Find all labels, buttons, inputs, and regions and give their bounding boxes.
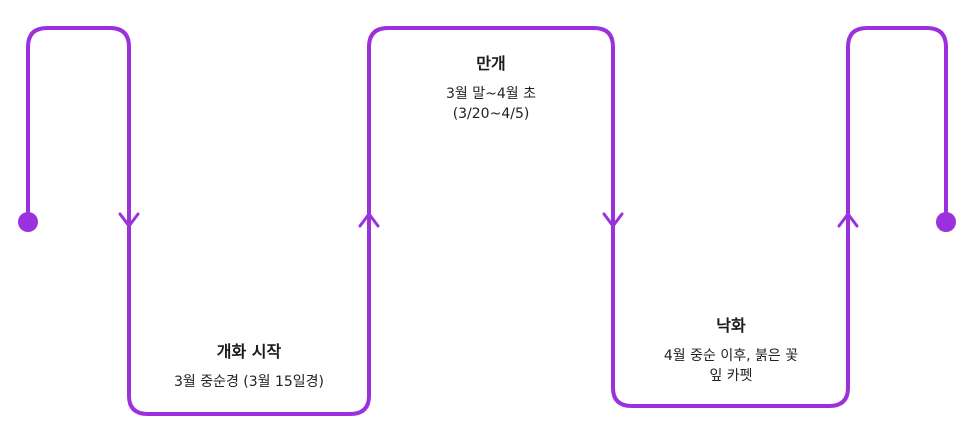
stage-description: (3/20~4/5) <box>452 106 530 122</box>
arrow-up-icon <box>358 212 380 228</box>
stage-title: 만개 <box>476 54 506 73</box>
stage-description: 4월 중순 이후, 붉은 꽃 <box>663 348 799 364</box>
arrow-up-icon <box>837 212 859 228</box>
stage-petal-fall: 낙화 4월 중순 이후, 붉은 꽃 잎 카펫 <box>616 312 846 386</box>
timeline-wave-path <box>26 26 948 416</box>
arrow-down-icon <box>602 212 624 228</box>
stage-title: 낙화 <box>716 316 746 335</box>
stage-description: 3월 말~4월 초 <box>446 86 536 102</box>
stage-description: 잎 카펫 <box>709 368 753 384</box>
stage-full-bloom: 만개 3월 말~4월 초 (3/20~4/5) <box>376 50 606 124</box>
arrow-down-icon <box>118 212 140 228</box>
end-dot <box>936 212 956 232</box>
start-dot <box>18 212 38 232</box>
stage-description: 3월 중순경 (3월 15일경) <box>173 374 325 390</box>
stage-title: 개화 시작 <box>216 342 282 361</box>
stage-bloom-start: 개화 시작 3월 중순경 (3월 15일경) <box>134 338 364 392</box>
